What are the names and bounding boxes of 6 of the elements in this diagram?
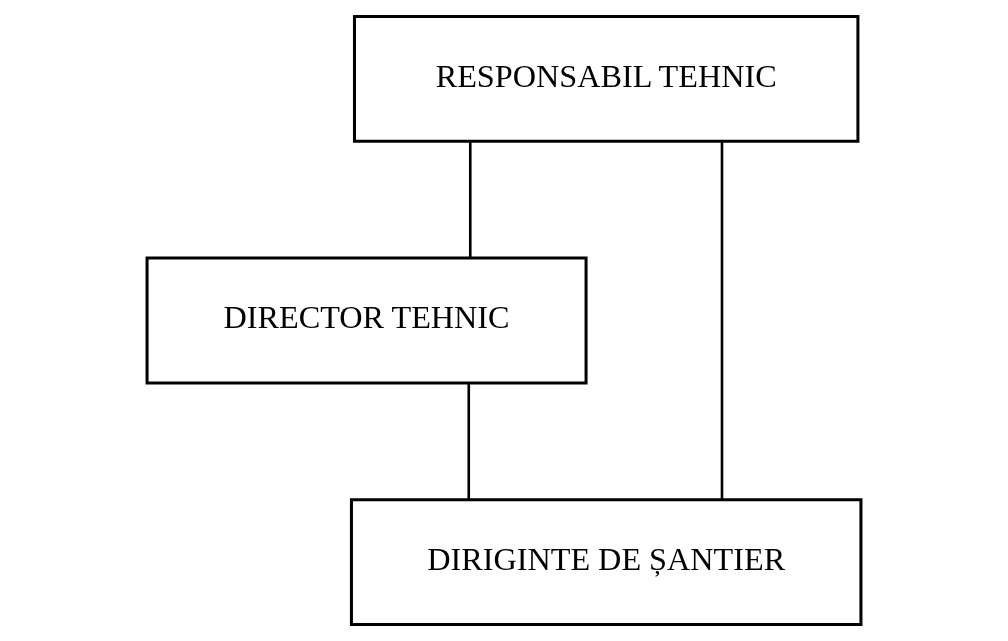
node-box: DIRIGINTE DE ȘANTIER bbox=[349, 498, 863, 627]
node-box: RESPONSABIL TEHNIC bbox=[352, 14, 860, 143]
node-box: DIRECTOR TEHNIC bbox=[145, 256, 588, 385]
connector bbox=[720, 142, 724, 500]
connector bbox=[467, 383, 471, 500]
connector bbox=[468, 141, 472, 258]
